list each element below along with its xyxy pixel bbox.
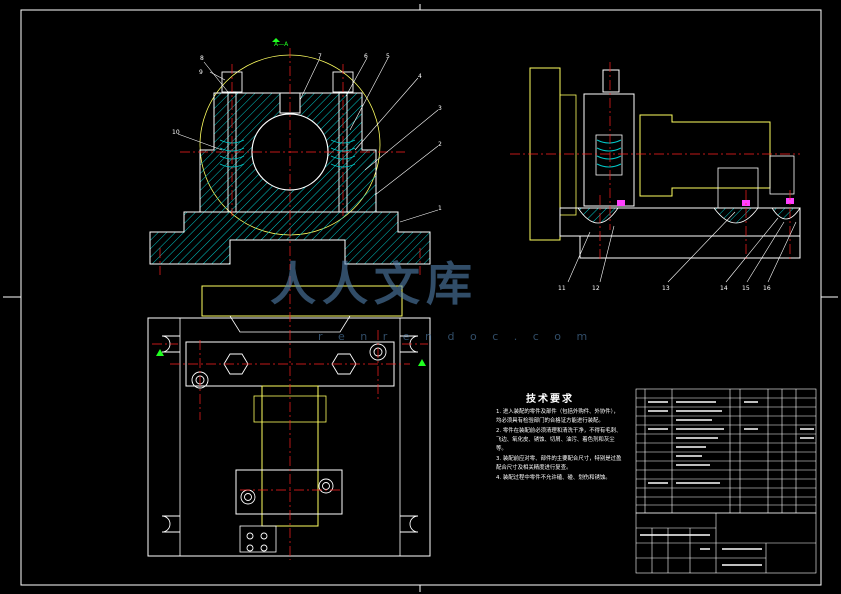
part-label: 3 (438, 105, 442, 112)
workpiece-shaft (639, 114, 771, 197)
part-label: 2 (438, 141, 442, 148)
part-label: 11 (558, 285, 566, 292)
bom-fill-marks (640, 401, 814, 566)
section-label: A—A (274, 41, 289, 48)
front-view: 8 9 10 7 6 5 4 3 2 1 A—A (149, 41, 442, 275)
side-view: 11 12 13 14 15 16 (510, 62, 801, 292)
top-view (147, 38, 431, 560)
tech-note: 1. 进入装配的零件及部件（包括外购件、外协件），均必须具有检验部门的合格证方能… (496, 409, 619, 424)
part-label: 10 (172, 129, 180, 136)
tech-note: 4. 装配过程中零件不允许磕、碰、划伤和锈蚀。 (496, 475, 611, 481)
front-centerlines (159, 48, 421, 275)
front-leaders (177, 57, 439, 223)
side-screws (617, 198, 794, 206)
part-label: 7 (318, 53, 322, 60)
part-label: 6 (364, 53, 368, 60)
front-balloons: 8 9 10 7 6 5 4 3 2 1 A—A (172, 41, 442, 212)
top-jaw (201, 285, 403, 317)
part-label: 14 (720, 285, 728, 292)
technical-requirements-notes: 1. 进入装配的零件及部件（包括外购件、外协件），均必须具有检验部门的合格证方能… (496, 408, 622, 484)
top-base-outline (147, 317, 431, 557)
part-label: 16 (763, 285, 771, 292)
sheet-frame (3, 4, 838, 592)
watermark-logo-text: 人人文库 (270, 257, 478, 311)
side-balloons: 11 12 13 14 15 16 (558, 285, 771, 292)
watermark-url: r e n r e n d o c . c o m (318, 330, 594, 343)
side-leaders (567, 211, 797, 283)
part-label: 13 (662, 285, 670, 292)
slots (161, 335, 419, 533)
top-centerlines (152, 276, 428, 560)
part-label: 9 (199, 69, 203, 76)
part-label: 15 (742, 285, 750, 292)
part-label: 5 (386, 53, 390, 60)
lower-clamp (235, 469, 343, 515)
part-label: 1 (438, 205, 442, 212)
part-label: 4 (418, 73, 422, 80)
side-block (583, 93, 635, 207)
side-centerlines (510, 62, 800, 262)
side-hatch-pockets (577, 207, 801, 224)
top-view-holes (191, 343, 387, 552)
tech-note: 3. 装配前应对零、部件的主要配合尺寸，特别是过盈配合尺寸及相关精度进行复查。 (496, 456, 622, 471)
bill-of-materials (635, 388, 817, 514)
part-label: 12 (592, 285, 600, 292)
part-label: 8 (200, 55, 204, 62)
section-arrows (156, 38, 426, 366)
tech-note: 2. 零件在装配前必须清理和清洗干净，不得有毛刺、飞边、氧化皮、锈蚀、切屑、油污… (496, 428, 622, 452)
title-block (635, 512, 817, 574)
technical-requirements-title: 技术要求 (526, 394, 574, 405)
